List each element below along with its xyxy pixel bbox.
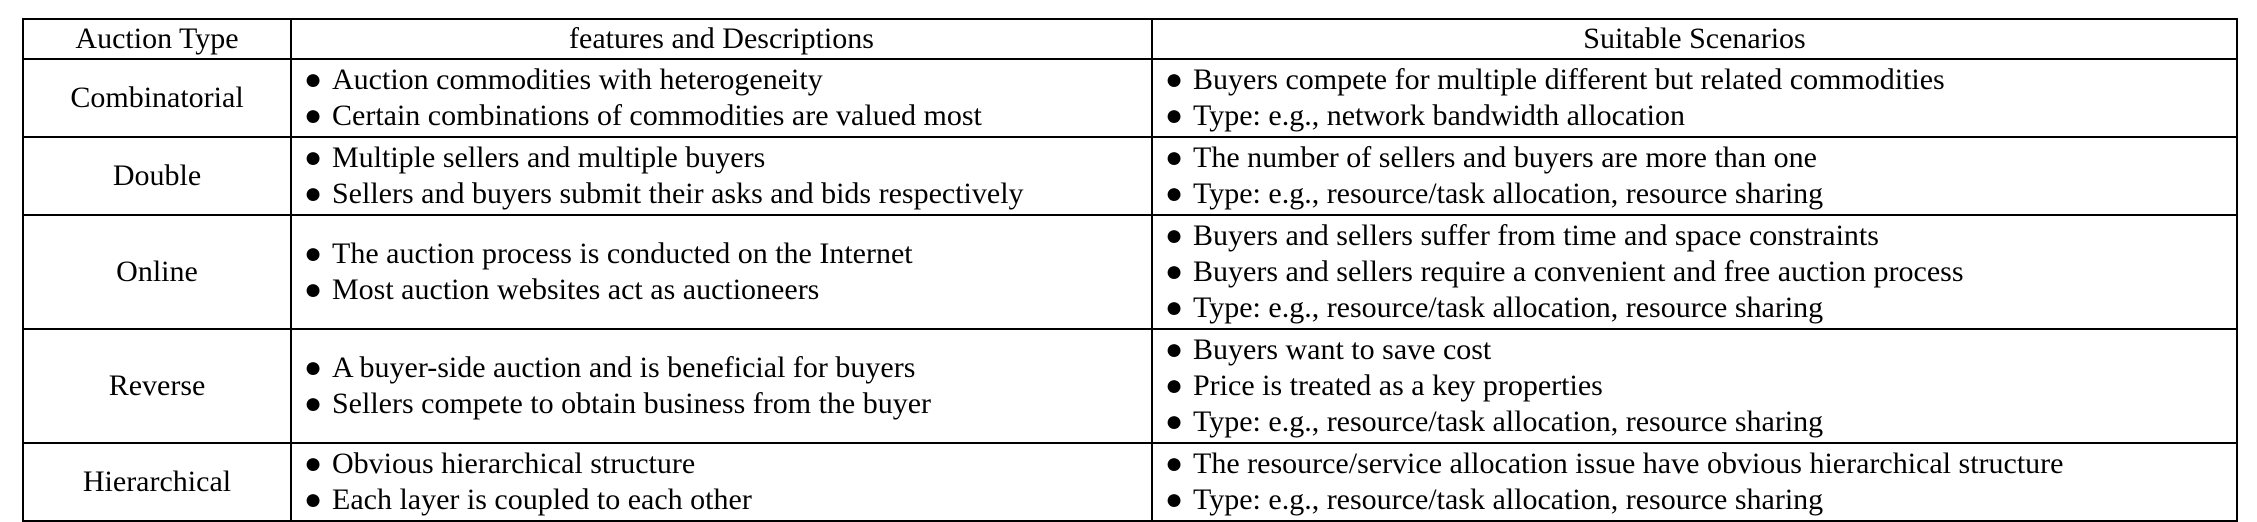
bullet-icon: ● [304,99,323,132]
auction-type-cell: Reverse [22,328,292,444]
bullet-icon: ● [1165,483,1184,516]
list-item: ●The resource/service allocation issue h… [1165,447,2064,480]
features-cell: ●Multiple sellers and multiple buyers ●S… [290,136,1153,216]
scenarios-cell: ●Buyers compete for multiple different b… [1151,58,2238,138]
list-item: ●Multiple sellers and multiple buyers [304,141,766,174]
bullet-icon: ● [1165,63,1184,96]
bullet-icon: ● [1165,99,1184,132]
features-cell: ●The auction process is conducted on the… [290,214,1153,330]
list-item: ●Type: e.g., resource/task allocation, r… [1165,177,1824,210]
bullet-icon: ● [1165,369,1184,402]
list-item: ●Type: e.g., resource/task allocation, r… [1165,291,1824,324]
table-row: Hierarchical ●Obvious hierarchical struc… [22,442,2238,522]
list-item: ●Type: e.g., resource/task allocation, r… [1165,405,1824,438]
list-item: ●A buyer-side auction and is beneficial … [304,351,916,384]
auction-type-cell: Combinatorial [22,58,292,138]
header-scenarios: Suitable Scenarios [1151,18,2238,60]
table-row: Double ●Multiple sellers and multiple bu… [22,136,2238,216]
table-row: Online ●The auction process is conducted… [22,214,2238,330]
list-item: ●Auction commodities with heterogeneity [304,63,823,96]
auction-types-table: Auction Type features and Descriptions S… [22,18,2238,522]
bullet-icon: ● [1165,141,1184,174]
list-item: ●Price is treated as a key properties [1165,369,1603,402]
scenarios-cell: ●Buyers want to save cost ●Price is trea… [1151,328,2238,444]
list-item: ●Buyers and sellers require a convenient… [1165,255,1964,288]
bullet-icon: ● [1165,447,1184,480]
bullet-icon: ● [304,273,323,306]
scenarios-cell: ●Buyers and sellers suffer from time and… [1151,214,2238,330]
bullet-icon: ● [304,351,323,384]
bullet-icon: ● [304,237,323,270]
scenarios-cell: ●The resource/service allocation issue h… [1151,442,2238,522]
list-item: ●Most auction websites act as auctioneer… [304,273,820,306]
list-item: ●Type: e.g., network bandwidth allocatio… [1165,99,1685,132]
list-item: ●Certain combinations of commodities are… [304,99,982,132]
table-row: Combinatorial ●Auction commodities with … [22,58,2238,138]
list-item: ●The number of sellers and buyers are mo… [1165,141,1817,174]
header-features: features and Descriptions [290,18,1153,60]
list-item: ●Buyers compete for multiple different b… [1165,63,1945,96]
list-item: ●Obvious hierarchical structure [304,447,696,480]
bullet-icon: ● [304,387,323,420]
bullet-icon: ● [304,63,323,96]
features-cell: ●Auction commodities with heterogeneity … [290,58,1153,138]
bullet-icon: ● [1165,291,1184,324]
auction-type-cell: Double [22,136,292,216]
bullet-icon: ● [304,177,323,210]
auction-type-cell: Hierarchical [22,442,292,522]
bullet-icon: ● [1165,255,1184,288]
auction-type-cell: Online [22,214,292,330]
list-item: ●Each layer is coupled to each other [304,483,752,516]
table-row: Reverse ●A buyer-side auction and is ben… [22,328,2238,444]
table-header-row: Auction Type features and Descriptions S… [22,18,2238,60]
list-item: ●Type: e.g., resource/task allocation, r… [1165,483,1824,516]
bullet-icon: ● [1165,177,1184,210]
bullet-icon: ● [1165,333,1184,366]
list-item: ●The auction process is conducted on the… [304,237,913,270]
list-item: ●Buyers want to save cost [1165,333,1492,366]
bullet-icon: ● [1165,219,1184,252]
scenarios-cell: ●The number of sellers and buyers are mo… [1151,136,2238,216]
features-cell: ●Obvious hierarchical structure ●Each la… [290,442,1153,522]
bullet-icon: ● [304,141,323,174]
header-auction-type: Auction Type [22,18,292,60]
bullet-icon: ● [304,447,323,480]
list-item: ●Buyers and sellers suffer from time and… [1165,219,1879,252]
bullet-icon: ● [304,483,323,516]
features-cell: ●A buyer-side auction and is beneficial … [290,328,1153,444]
list-item: ●Sellers compete to obtain business from… [304,387,932,420]
list-item: ●Sellers and buyers submit their asks an… [304,177,1024,210]
bullet-icon: ● [1165,405,1184,438]
